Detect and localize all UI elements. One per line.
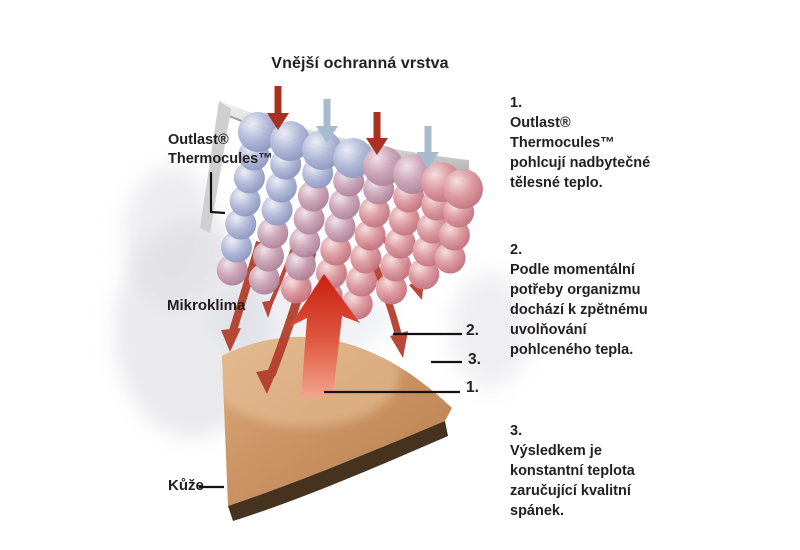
step-3-number: 3. <box>510 423 523 439</box>
cool-in-arrow-2 <box>417 126 439 169</box>
thermocule-bead <box>388 204 420 236</box>
step-2-line: potřeby organizmu <box>510 282 641 298</box>
diagram-title: Vnější ochranná vrstva <box>271 55 449 72</box>
step-1-line: Thermocules™ <box>510 135 615 151</box>
thermocule-bead <box>328 188 360 220</box>
step-3-line: konstantní teplota <box>510 463 635 479</box>
thermocules-label: Outlast® Thermocules™ <box>168 131 273 169</box>
step-3-text: 3. Výsledkem je konstantní teplota zaruč… <box>510 421 700 521</box>
thermocule-bead <box>320 234 352 266</box>
thermocule-bead <box>285 249 316 281</box>
thermocule-bead <box>333 138 373 178</box>
callout-number-1: 1. <box>466 379 479 396</box>
membrane-left-edge <box>200 101 231 233</box>
thermocule-bead <box>384 227 416 259</box>
thermocule-bead <box>350 242 382 274</box>
thermocule-bead <box>216 254 248 286</box>
thermocule-bead <box>248 263 280 295</box>
thermocule-bead <box>408 258 440 290</box>
thermocule-bead <box>289 226 321 258</box>
thermocule-bead <box>229 185 261 217</box>
thermocules-label-line2: Thermocules™ <box>168 151 273 167</box>
release-arrow-center-large-head <box>256 368 278 394</box>
step-1-line: Outlast® <box>510 115 571 131</box>
step-1-line: tělesné teplo. <box>510 175 603 191</box>
warm-in-arrow-2 <box>366 112 388 155</box>
thermocule-bead <box>270 121 310 161</box>
thermocule-bead <box>233 162 265 194</box>
thermocule-bead <box>438 219 470 251</box>
thermocule-bead <box>261 194 293 226</box>
step-1-number: 1. <box>510 95 523 111</box>
callout-number-3: 3. <box>468 351 481 368</box>
heat-up-arrow <box>289 274 360 398</box>
thermocule-bead <box>302 130 342 170</box>
step-2-number: 2. <box>510 242 523 258</box>
thermocule-beads <box>216 112 483 320</box>
thermocule-bead <box>354 219 386 251</box>
thermocule-bead <box>358 196 390 228</box>
callout-number-2: 2. <box>466 322 479 339</box>
step-2-line: Podle momentální <box>510 262 635 278</box>
microclimate-label: Mikroklima <box>167 297 246 314</box>
warm-in-arrow-1 <box>267 86 289 130</box>
leader-lines <box>199 172 462 489</box>
top-arrows <box>267 86 439 169</box>
skin-layer <box>222 336 452 521</box>
thermocule-bead <box>280 272 312 304</box>
step-2-line: dochází k zpětnému <box>510 302 648 318</box>
thermocule-bead <box>363 146 403 186</box>
thermocule-bead <box>238 112 278 152</box>
step-1-text: 1. Outlast® Thermocules™ pohlcují nadbyt… <box>510 93 700 193</box>
thermocule-bead <box>257 217 289 249</box>
skin-label: Kůže <box>168 477 204 494</box>
cool-in-arrow-1 <box>316 99 338 143</box>
step-2-line: pohlceného tepla. <box>510 342 634 358</box>
thermocule-bead <box>376 273 407 305</box>
thermocule-bead <box>221 231 252 263</box>
step-1-line: pohlcují nadbytečné <box>510 155 651 171</box>
thermocule-bead <box>225 208 257 240</box>
release-arrow-left-large-head <box>221 328 241 352</box>
step-3-line: zaručující kvalitní <box>510 483 631 499</box>
release-arrow-right-large-head <box>390 331 408 358</box>
thermocule-bead <box>324 211 356 243</box>
thermocule-bead <box>443 169 483 209</box>
thermocule-bead <box>293 203 325 235</box>
thermocule-bead <box>434 242 466 274</box>
skin-edge <box>228 421 448 521</box>
step-3-line: Výsledkem je <box>510 443 602 459</box>
step-2-text: 2. Podle momentální potřeby organizmu do… <box>510 240 700 360</box>
thermocule-bead <box>265 171 297 203</box>
thermocule-bead <box>253 240 284 272</box>
thermocule-bead <box>380 250 412 282</box>
thermocules-bracket <box>209 172 226 215</box>
thermocule-bead <box>297 180 329 212</box>
step-2-line: uvolňování <box>510 322 587 338</box>
thermocule-bead <box>346 265 377 297</box>
step-3-line: spánek. <box>510 503 564 519</box>
release-arrow-left-thin-head <box>262 300 274 318</box>
thermocules-label-line1: Outlast® <box>168 132 229 148</box>
